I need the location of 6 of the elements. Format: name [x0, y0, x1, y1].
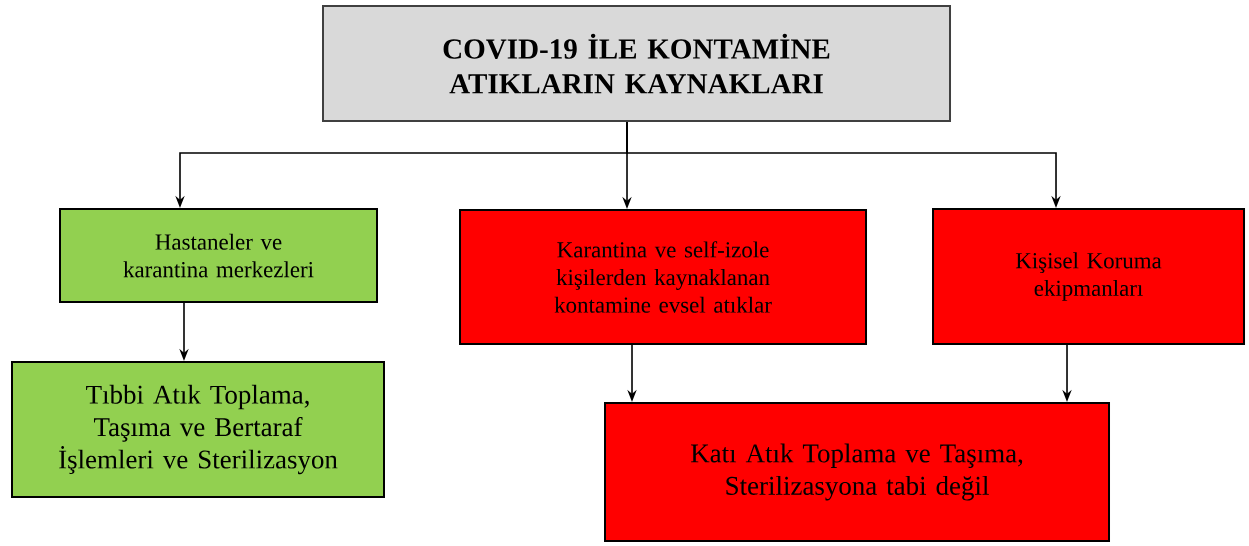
process-box: Tıbbi Atık Toplama, Taşıma ve Bertaraf İşlemleri ve Sterilizasyon — [11, 361, 385, 498]
process-box: Kişisel Koruma ekipmanları — [932, 208, 1245, 345]
title-box: COVID-19 İLE KONTAMİNE ATIKLARIN KAYNAKLARI — [322, 5, 951, 122]
process-box: Katı Atık Toplama ve Taşıma, Sterilizasyona tabi değil — [604, 402, 1110, 542]
process-box: Hastaneler ve karantina merkezleri — [59, 208, 378, 303]
process-box: Karantina ve self-izole kişilerden kaynaklanan kontamine evsel atıklar — [459, 209, 867, 345]
